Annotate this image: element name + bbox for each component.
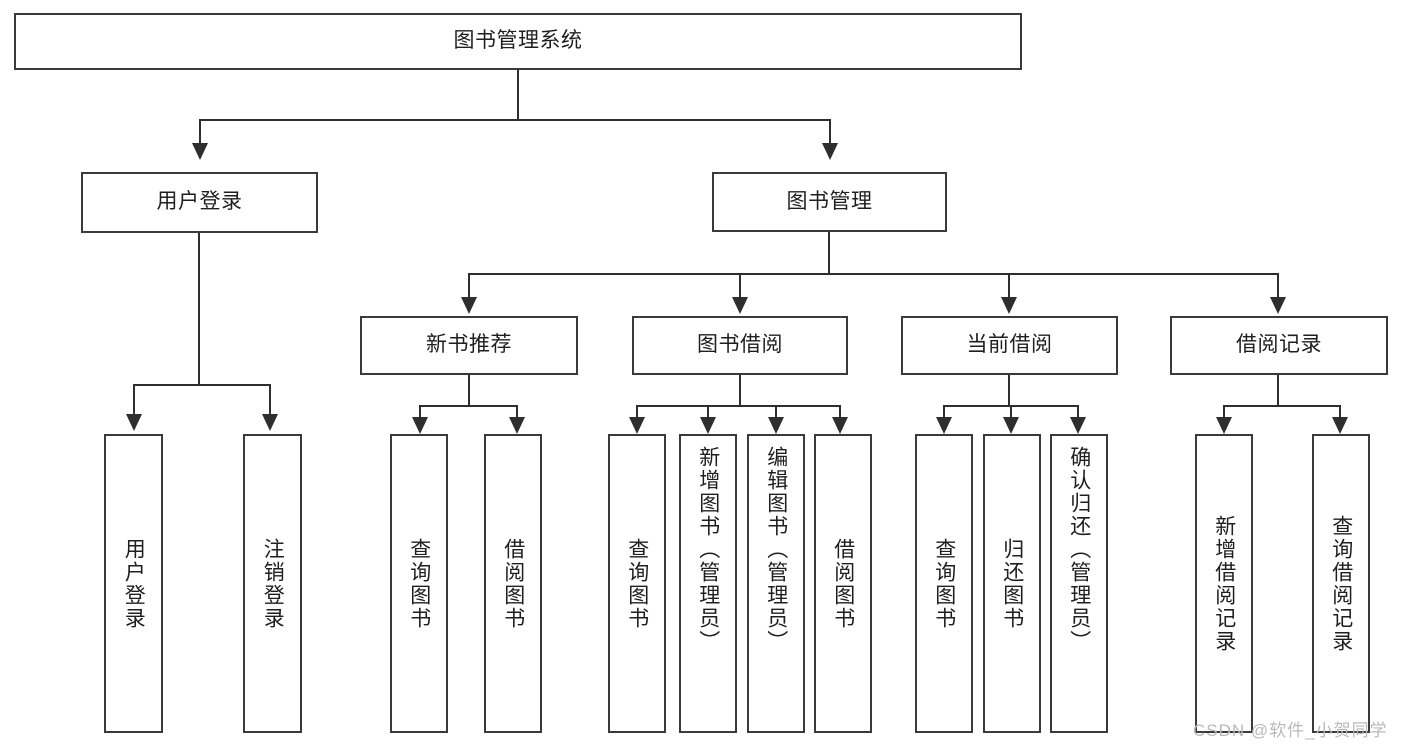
leaf-query-borrow-record[interactable]: 查询借阅记录	[1312, 434, 1370, 733]
node-book-borrow[interactable]: 图书借阅	[632, 316, 848, 375]
arrow-to-leaf-user-login	[126, 414, 142, 431]
connector-root-stem	[517, 70, 519, 120]
connector-level3-bus	[468, 273, 1279, 275]
leaf-add-borrow-record[interactable]: 新增借阅记录	[1195, 434, 1253, 733]
node-label: 图书管理	[786, 189, 873, 213]
node-label: 图书借阅	[697, 333, 783, 357]
arrow-to-current-borrow	[1001, 297, 1017, 314]
node-label: 借阅图书	[831, 537, 855, 630]
leaf-confirm-return-admin[interactable]: 确认归还（管理员）	[1050, 434, 1108, 733]
node-borrow-record[interactable]: 借阅记录	[1170, 316, 1388, 375]
leaf-return-book[interactable]: 归还图书	[983, 434, 1041, 733]
arrow-to-leaf-return-book	[1003, 417, 1019, 434]
connector-book-borrow-stem	[739, 375, 741, 406]
node-label: 编辑图书（管理员）	[764, 446, 788, 653]
arrow-to-leaf-borrow-book-2	[832, 417, 848, 434]
connector-book-borrow-bus	[636, 405, 841, 407]
arrow-to-user-login	[192, 143, 208, 160]
connector-book-borrow-drop-1	[636, 405, 638, 419]
connector-level2-drop-1	[199, 119, 201, 145]
node-label: 借阅记录	[1236, 333, 1322, 357]
connector-new-book-drop-2	[516, 405, 518, 419]
node-user-login[interactable]: 用户登录	[81, 172, 318, 233]
connector-level3-drop-3	[1008, 273, 1010, 299]
arrow-to-leaf-edit-book	[768, 417, 784, 434]
leaf-query-book-current[interactable]: 查询图书	[915, 434, 973, 733]
leaf-borrow-book[interactable]: 借阅图书	[814, 434, 872, 733]
connector-user-login-drop-1	[133, 384, 135, 416]
connector-new-book-stem	[468, 375, 470, 406]
arrow-to-leaf-confirm-return	[1070, 417, 1086, 434]
connector-current-borrow-stem	[1008, 375, 1010, 406]
connector-user-login-drop-2	[269, 384, 271, 416]
arrow-to-book-management	[822, 143, 838, 160]
leaf-user-login[interactable]: 用户登录	[104, 434, 163, 733]
node-new-book-recommend[interactable]: 新书推荐	[360, 316, 578, 375]
connector-borrow-record-bus	[1223, 405, 1341, 407]
node-current-borrow[interactable]: 当前借阅	[901, 316, 1118, 375]
node-label: 查询图书	[625, 537, 649, 630]
arrow-to-new-book-recommend	[461, 297, 477, 314]
node-label: 归还图书	[1000, 537, 1024, 630]
leaf-logout[interactable]: 注销登录	[243, 434, 302, 733]
connector-level3-drop-4	[1277, 273, 1279, 299]
node-label: 新书推荐	[426, 333, 512, 357]
node-label: 确认归还（管理员）	[1067, 446, 1091, 653]
connector-new-book-bus	[419, 405, 518, 407]
connector-current-borrow-drop-3	[1077, 405, 1079, 419]
node-label: 查询图书	[407, 537, 431, 630]
connector-user-login-stem	[198, 233, 200, 385]
node-label: 用户登录	[122, 537, 146, 630]
node-label: 当前借阅	[966, 333, 1053, 357]
connector-level3-drop-2	[739, 273, 741, 299]
connector-level2-drop-2	[829, 119, 831, 145]
node-label: 借阅图书	[501, 537, 525, 630]
node-label: 图书管理系统	[453, 29, 583, 53]
connector-borrow-record-stem	[1277, 375, 1279, 406]
node-label: 新增借阅记录	[1212, 514, 1236, 653]
connector-book-management-stem	[828, 232, 830, 274]
connector-borrow-record-drop-2	[1339, 405, 1341, 419]
connector-current-borrow-drop-2	[1010, 405, 1012, 419]
arrow-to-book-borrow	[732, 297, 748, 314]
connector-borrow-record-drop-1	[1223, 405, 1225, 419]
node-label: 查询图书	[932, 537, 956, 630]
node-root-book-management-system[interactable]: 图书管理系统	[14, 13, 1022, 70]
arrow-to-borrow-record	[1270, 297, 1286, 314]
leaf-add-book-admin[interactable]: 新增图书（管理员）	[679, 434, 737, 733]
arrow-to-leaf-query-book-1	[412, 417, 428, 434]
arrow-to-leaf-borrow-book-1	[509, 417, 525, 434]
connector-level2-bus	[199, 119, 831, 121]
connector-current-borrow-drop-1	[943, 405, 945, 419]
node-label: 查询借阅记录	[1329, 514, 1353, 653]
arrow-to-leaf-add-record	[1216, 417, 1232, 434]
leaf-edit-book-admin[interactable]: 编辑图书（管理员）	[747, 434, 805, 733]
connector-user-login-bus	[133, 384, 270, 386]
connector-book-borrow-drop-4	[839, 405, 841, 419]
connector-new-book-drop-1	[419, 405, 421, 419]
arrow-to-leaf-add-book	[700, 417, 716, 434]
leaf-query-book-recommend[interactable]: 查询图书	[390, 434, 448, 733]
arrow-to-leaf-query-record	[1332, 417, 1348, 434]
node-label: 注销登录	[261, 537, 285, 630]
arrow-to-leaf-logout	[262, 414, 278, 431]
node-label: 用户登录	[156, 190, 243, 214]
leaf-borrow-book-recommend[interactable]: 借阅图书	[484, 434, 542, 733]
node-label: 新增图书（管理员）	[696, 446, 720, 653]
node-book-management[interactable]: 图书管理	[712, 172, 947, 232]
arrow-to-leaf-query-book-2	[629, 417, 645, 434]
watermark-csdn: CSDN @软件_小贺同学	[1193, 721, 1388, 740]
connector-book-borrow-drop-3	[775, 405, 777, 419]
connector-level3-drop-1	[468, 273, 470, 299]
connector-book-borrow-drop-2	[707, 405, 709, 419]
leaf-query-book-borrow[interactable]: 查询图书	[608, 434, 666, 733]
arrow-to-leaf-query-book-3	[936, 417, 952, 434]
